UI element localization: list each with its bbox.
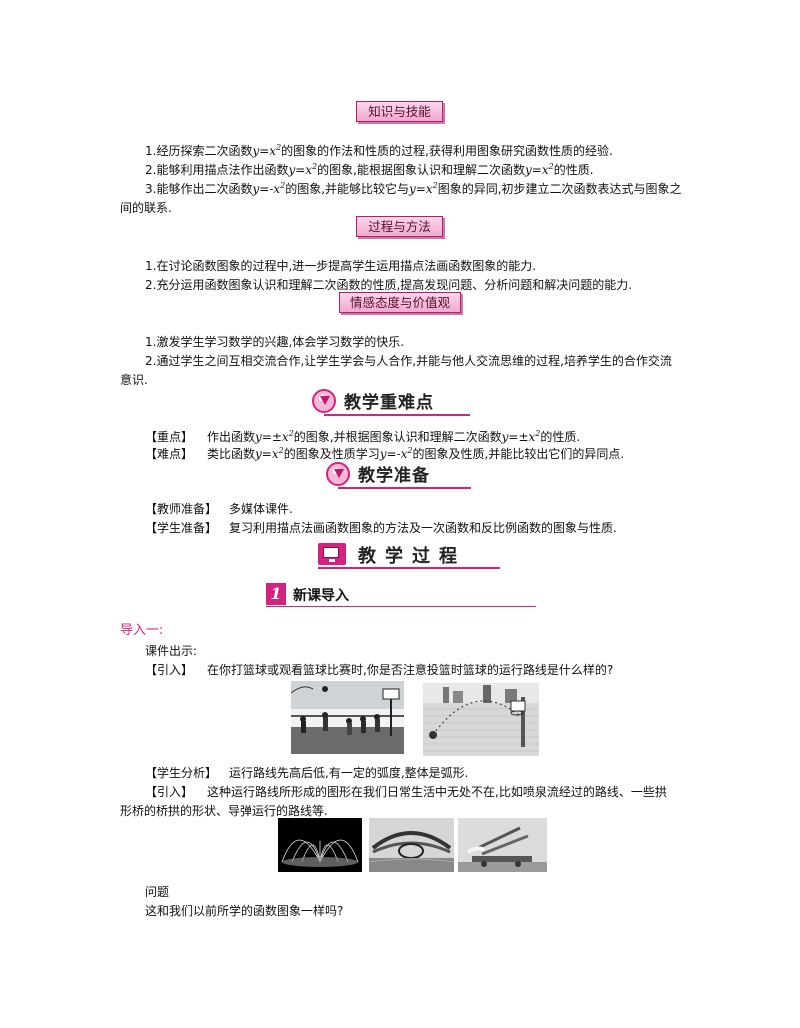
knowledge-item-2: 2.能够利用描点法作出函数y=x2的图象,能根据图象认识和理解二次函数y=x2的… [145, 162, 594, 178]
arch-bridge-photo [369, 818, 454, 872]
heading-teaching-process: 教学过程 [318, 543, 500, 569]
heading-attitude-values: 情感态度与价值观 [339, 292, 461, 313]
fountain-photo [278, 818, 362, 872]
attitude-item-2: 2.通过学生之间互相交流合作,让学生学会与人合作,并能与他人交流思维的过程,培养… [145, 354, 672, 368]
process-item-2: 2.充分运用函数图象认识和理解二次函数的性质,提高发现问题、分析问题和解决问题的… [145, 278, 633, 292]
heading-preparation: 教学准备 [326, 460, 471, 490]
basketball-court-photo [291, 681, 404, 754]
process-item-1: 1.在讨论函数图象的过程中,进一步提高学生运用描点法画函数图象的能力. [145, 259, 537, 273]
attitude-item-1: 1.激发学生学习数学的兴趣,体会学习数学的快乐. [145, 335, 405, 349]
question-label: 问题 [145, 885, 170, 899]
down-arrow-icon [326, 462, 350, 486]
intro-title: 导入一: [120, 623, 164, 638]
attitude-item-2-cont: 意识. [120, 373, 148, 387]
teacher-preparation: 【教师准备】多媒体课件. [145, 502, 293, 516]
knowledge-item-1: 1.经历探索二次函数y=x2的图象的作法和性质的过程,获得利用图象研究函数性质的… [145, 143, 613, 159]
student-analysis: 【学生分析】运行路线先高后低,有一定的弧度,整体是弧形. [145, 766, 469, 780]
knowledge-item-3: 3.能够作出二次函数y=-x2的图象,并能够比较它与y=x2图象的异同,初步建立… [145, 181, 682, 197]
heading-new-lesson: 1 新课导入 [266, 583, 536, 609]
heading-key-points: 教学重难点 [312, 387, 470, 417]
student-preparation: 【学生准备】复习利用描点法画函数图象的方法及一次函数和反比例函数的图象与性质. [145, 521, 617, 535]
heading-process-method: 过程与方法 [356, 216, 443, 237]
down-arrow-icon [312, 389, 336, 413]
difficult-point: 【难点】类比函数y=x2的图象及性质学习y=-x2的图象及性质,并能比较出它们的… [145, 446, 625, 462]
missile-launch-photo [458, 818, 547, 872]
heading-knowledge-skills: 知识与技能 [356, 101, 443, 122]
question-text: 这和我们以前所学的函数图象一样吗? [145, 904, 344, 918]
lead-2: 【引入】这种运行路线所形成的图形在我们日常生活中无处不在,比如喷泉流经过的路线、… [145, 785, 667, 799]
monitor-icon [318, 543, 346, 565]
lead-1: 【引入】在你打篮球或观看篮球比赛时,你是否注意投篮时篮球的运行路线是什么样的? [145, 663, 614, 677]
lead-2-cont: 形桥的桥拱的形状、导弹运行的路线等. [120, 804, 328, 818]
section-number-badge: 1 [266, 583, 286, 605]
basketball-trajectory-image [423, 683, 539, 756]
key-point: 【重点】作出函数y=±x2的图象,并根据图象认识和理解二次函数y=±x2的性质. [145, 429, 581, 445]
knowledge-item-3-cont: 间的联系. [120, 201, 172, 215]
courseware-note: 课件出示: [145, 644, 198, 658]
